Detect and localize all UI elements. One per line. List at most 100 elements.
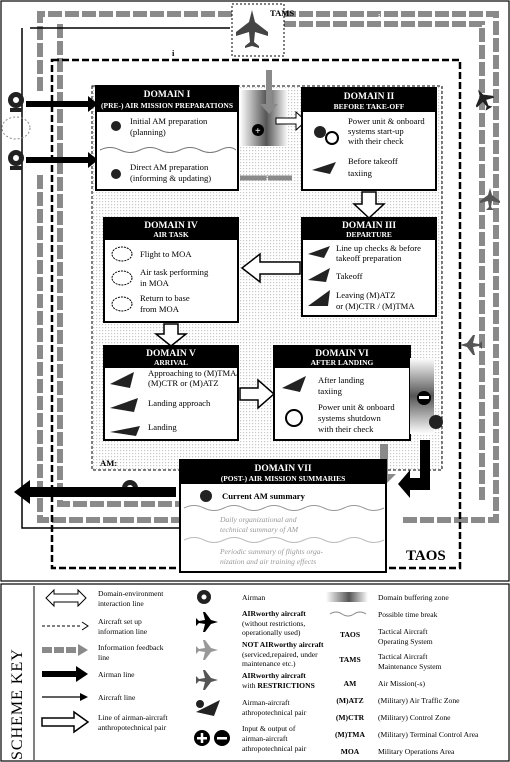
domain-7-faded-1-line-2: technical summary of AM: [220, 525, 299, 534]
abbr-mtma-def: (Military) Terminal Control Area: [378, 730, 479, 739]
key-col2: Airman AIRworthy aircraft (without restr…: [194, 590, 324, 753]
airman-aircraft-pair-icon: [314, 126, 326, 138]
domain-4-item-3-line-2: from MOA: [140, 304, 180, 314]
key-line-4a: Airman line: [98, 670, 135, 679]
airman-output-arrow: [14, 480, 176, 504]
domain-3: DOMAIN III DEPARTURE Line up checks & be…: [301, 217, 437, 317]
domain-7-faded-2-line-2: nization and air training effects: [220, 557, 316, 566]
abbr-taos-def-1: Tactical Aircraft: [378, 627, 428, 636]
taos-label: TAOS: [406, 548, 446, 564]
domain-5: DOMAIN V ARRIVAL Approaching to (M)TMA/ …: [103, 345, 239, 441]
domain-2-item-1-line-3: with their check: [348, 136, 404, 146]
key-line-6a: Line of airman-aircraft: [98, 713, 168, 722]
not-airworthy-aircraft-icon: [196, 640, 218, 660]
time-break-line: [183, 537, 385, 543]
domain-3-item-1-line-2: takeoff preparation: [336, 253, 402, 263]
abbr-moa-def: Military Operations Area: [378, 747, 455, 756]
key-not-airworthy: NOT AIRworthy aircraft: [242, 640, 324, 649]
domain-6-item-2-line-1: Power unit & onboard: [318, 402, 395, 412]
plus-sign: +: [255, 126, 261, 137]
abbr-taos: TAOS: [340, 630, 360, 639]
domain-4: DOMAIN IV AIR TASK Flight to MOA Air tas…: [103, 217, 239, 323]
domain-1-subtitle: (PRE-) AIR MISSION PREPARATIONS: [101, 101, 233, 110]
domain-4-subtitle: AIR TASK: [153, 230, 189, 239]
domain-6-item-1-line-1: After landing: [318, 375, 365, 385]
domain-2-item-1-line-2: systems start-up: [348, 126, 404, 136]
domain-2-title: DOMAIN II: [344, 92, 395, 102]
abbr-mctr-def: (Military) Control Zone: [378, 713, 451, 722]
domain-1-item-1-line-1: Initial AM preparation: [130, 116, 208, 126]
airman-icon: [8, 150, 24, 170]
abbr-am: AM: [344, 679, 357, 688]
key-line-6b: anthropotechnical pair: [98, 723, 167, 732]
domain-4-item-2-line-2: in MOA: [140, 278, 170, 288]
power-icon: [325, 131, 339, 145]
domain-2-item-2-line-2: taxiing: [348, 168, 373, 178]
domain-3-subtitle: DEPARTURE: [346, 230, 392, 239]
domain-3-title: DOMAIN III: [342, 221, 396, 231]
domain-2-item-1-line-1: Power unit & onboard: [348, 116, 425, 126]
time-break-line: [183, 505, 385, 511]
key-line-5a: Aircraft line: [98, 693, 136, 702]
key-io-3: athropotechnical pair: [242, 744, 307, 753]
minus-sign: [419, 396, 429, 399]
key-line-2b: information line: [98, 627, 148, 636]
am-label: AM:: [100, 458, 117, 468]
domain-3-item-3-line-1: Leaving (M)ATZ: [336, 290, 395, 300]
airman-icon: [200, 490, 212, 502]
domain-5-item-3-line-1: Landing: [148, 422, 177, 432]
abbr-tams: TAMS: [339, 655, 360, 664]
key-airworthy-sub-2: operationally used): [242, 628, 301, 637]
key-restricted: AIRworthy aircraft: [242, 671, 306, 680]
info-i-1: i: [172, 48, 175, 58]
domain-environment-line-symbol: [45, 588, 87, 608]
moa-icon: [111, 296, 133, 312]
input-output-icon: [252, 124, 264, 136]
domain-6-subtitle: AFTER LANDING: [311, 358, 374, 367]
key-pair-1: Airman-aircraft: [242, 698, 291, 707]
abbr-matz-def: (Military) Air Traffic Zone: [378, 696, 460, 705]
domain-3-item-2-line-1: Takeoff: [336, 271, 363, 281]
key-restricted-sub: with RESTRICTIONS: [242, 681, 315, 690]
domain-7-item-1-line-1: Current AM summary: [222, 491, 306, 501]
tams-box: TAMS: [231, 3, 294, 57]
scheme-key-title: SCHEME KEY: [9, 648, 26, 760]
key-buffer: Domain buffering zone: [378, 593, 449, 602]
pair-line-arrow: [240, 252, 301, 284]
abbr-taos-def-2: Operating System: [378, 637, 433, 646]
airworthy-aircraft-icon: [460, 335, 482, 355]
key-line-1b: interaction line: [98, 599, 144, 608]
airworthy-aircraft-icon: [110, 372, 134, 388]
abbr-mctr: (M)CTR: [336, 713, 365, 722]
aircraft-line-outer: [21, 27, 230, 529]
airman-aircraft-pair-icon: [196, 700, 220, 716]
info-i-2: i: [378, 12, 381, 22]
info-i-3: i: [266, 174, 269, 184]
pair-line-arrow: [239, 378, 276, 410]
key-pair-2: athropotechnical pair: [242, 708, 307, 717]
domain-1: DOMAIN I (PRE-) AIR MISSION PREPARATIONS…: [95, 85, 239, 191]
buffer-zone-symbol: [326, 592, 368, 602]
key-airman: Airman: [242, 593, 265, 602]
airman-icon: [429, 415, 443, 429]
key-line-1a: Domain-environment: [98, 589, 164, 598]
key-not-airworthy-sub-2: maintenance etc.): [242, 659, 296, 668]
domain-4-item-1-line-1: Flight to MOA: [140, 249, 192, 259]
domain-1-item-1-line-2: (planning): [130, 127, 166, 137]
key-not-airworthy-sub-1: (serviced,repaired, under: [242, 650, 318, 659]
airman-line: [26, 96, 98, 168]
airworthy-aircraft-icon: [110, 398, 138, 412]
key-legend-lines: [41, 588, 90, 734]
domain-1-item-2-line-1: Direct AM preparation: [130, 162, 209, 172]
domain-1-item-2-line-2: (informing & updating): [130, 173, 211, 183]
domain-7: DOMAIN VII (POST-) AIR MISSION SUMMARIES…: [179, 459, 387, 573]
pair-line-arrow: [352, 191, 386, 220]
domain-2-item-2-line-1: Before takeoff: [348, 156, 398, 166]
domain-4-item-2-line-1: Air task performing: [140, 267, 209, 277]
domain-6-item-1-line-2: taxiing: [318, 386, 343, 396]
domain-5-title: DOMAIN V: [146, 349, 196, 359]
shutdown-icon: [285, 409, 303, 427]
abbr-moa: MOA: [341, 747, 360, 756]
airman-icon: [111, 169, 121, 179]
